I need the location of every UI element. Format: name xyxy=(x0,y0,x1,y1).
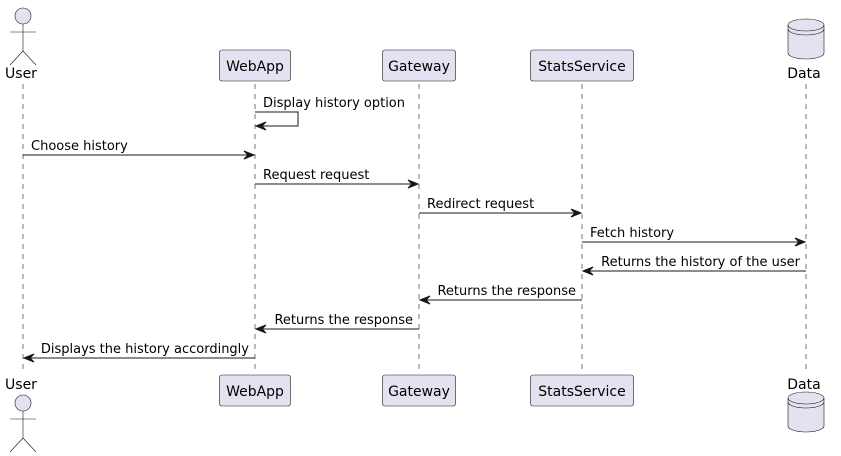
participant-label: StatsService xyxy=(538,384,625,400)
participant-label: StatsService xyxy=(538,59,625,75)
message-returns-the-history-of-the-user: Returns the history of the user xyxy=(581,255,806,276)
message-redirect-request: Redirect request xyxy=(419,197,583,218)
actor-label: User xyxy=(5,377,37,393)
message-label: Returns the response xyxy=(274,313,413,328)
database-data-bottom: Data xyxy=(787,377,825,433)
message-label: Request request xyxy=(263,168,369,183)
participant-gateway-bottom: Gateway xyxy=(382,374,456,407)
database-icon xyxy=(787,18,825,60)
participant-box xyxy=(382,49,456,82)
participant-box xyxy=(382,374,456,407)
participant-webapp-bottom: WebApp xyxy=(219,374,291,407)
arrow-head xyxy=(418,295,431,305)
arrow-head xyxy=(243,150,256,160)
participant-box xyxy=(530,49,634,82)
lifelines xyxy=(22,84,807,374)
message-label: Returns the history of the user xyxy=(601,255,800,270)
message-choose-history: Choose history xyxy=(23,139,256,160)
actor-user-top: User xyxy=(5,7,37,82)
participant-gateway-top: Gateway xyxy=(382,49,456,82)
arrow-head xyxy=(22,353,35,363)
message-label: Returns the response xyxy=(437,284,576,299)
message-displays-the-history-accordingly: Displays the history accordingly xyxy=(22,342,255,363)
participant-label: Gateway xyxy=(388,59,450,75)
message-request-request: Request request xyxy=(255,168,420,189)
actor-user-bottom: User xyxy=(5,377,37,453)
participant-box xyxy=(219,49,291,82)
participant-label: WebApp xyxy=(226,59,284,75)
arrow-head xyxy=(254,324,267,334)
database-data-top: Data xyxy=(787,18,825,82)
arrow-head xyxy=(407,179,420,189)
database-label: Data xyxy=(787,377,820,393)
participant-box xyxy=(219,374,291,407)
participant-statsservice-bottom: StatsService xyxy=(530,374,634,407)
database-icon xyxy=(787,391,825,433)
participant-webapp-top: WebApp xyxy=(219,49,291,82)
participants-bottom: User WebApp Gateway StatsService Data xyxy=(5,374,825,453)
participant-statsservice-top: StatsService xyxy=(530,49,634,82)
arrow-head xyxy=(581,266,594,276)
message-display-history-option: Display history option xyxy=(254,96,405,131)
message-label: Redirect request xyxy=(427,197,534,212)
message-arrow xyxy=(255,111,299,127)
participant-box xyxy=(530,374,634,407)
participant-label: WebApp xyxy=(226,384,284,400)
message-label: Fetch history xyxy=(590,226,674,241)
actor-icon xyxy=(14,394,32,412)
actor-label: User xyxy=(5,66,37,82)
participant-label: Gateway xyxy=(388,384,450,400)
message-fetch-history: Fetch history xyxy=(582,226,807,247)
message-label: Display history option xyxy=(263,96,405,111)
actor-icon xyxy=(14,7,32,25)
arrow-head xyxy=(254,121,267,131)
message-label: Choose history xyxy=(31,139,128,154)
message-label: Displays the history accordingly xyxy=(41,342,249,357)
message-returns-the-response: Returns the response xyxy=(254,313,419,334)
arrow-head xyxy=(570,208,583,218)
arrow-head xyxy=(794,237,807,247)
database-label: Data xyxy=(787,66,820,82)
message-returns-the-response: Returns the response xyxy=(418,284,582,305)
participants-top: User WebApp Gateway StatsService Data xyxy=(5,7,825,82)
